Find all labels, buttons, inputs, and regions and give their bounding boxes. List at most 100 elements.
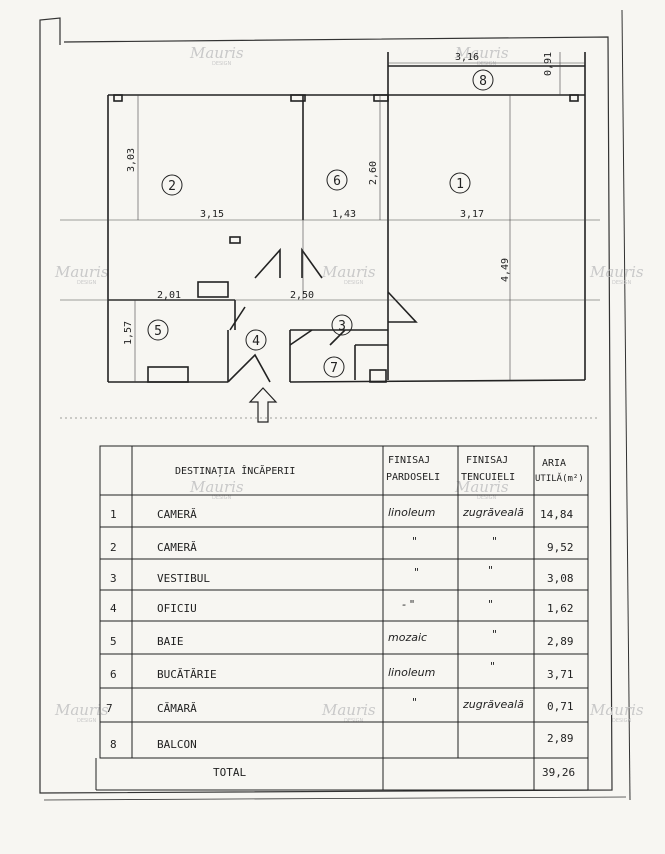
svg-text:": "	[488, 598, 493, 611]
room-table-grid	[95, 445, 589, 791]
table-row: 7 CĂMARĂ " zugrăveală 0,71	[106, 696, 574, 715]
svg-text:zugrăveală: zugrăveală	[462, 506, 524, 519]
header-finisaj-pardoseli: FINISAJ	[388, 455, 430, 466]
svg-text:": "	[488, 564, 493, 577]
svg-text:Mauris: Mauris	[321, 263, 376, 281]
svg-text:": "	[412, 535, 417, 548]
svg-text:9,52: 9,52	[547, 541, 574, 554]
table-header: DESTINAȚIA ÎNCĂPERII FINISAJ PARDOSELI F…	[175, 455, 584, 484]
svg-text:3,71: 3,71	[547, 668, 574, 681]
svg-text:DESIGN: DESIGN	[212, 61, 232, 67]
table-row: 4 OFICIU - " " 1,62	[110, 598, 574, 615]
svg-text:Mauris: Mauris	[454, 44, 509, 62]
svg-text:": "	[492, 535, 497, 548]
svg-text:6: 6	[110, 668, 117, 681]
room-markers	[147, 69, 494, 378]
svg-text:": "	[412, 696, 417, 709]
svg-text:CAMERĂ: CAMERĂ	[157, 541, 197, 554]
table-total-row: TOTAL 39,26	[213, 766, 575, 779]
dim-157: 1,57	[123, 321, 134, 345]
svg-text:DESIGN: DESIGN	[77, 718, 97, 724]
svg-text:4: 4	[110, 602, 117, 615]
room-number-3: 3	[338, 319, 346, 334]
header-pardoseli: PARDOSELI	[386, 472, 440, 483]
dim-201: 2,01	[157, 290, 181, 301]
table-row: 6 BUCĂTĂRIE linoleum " 3,71	[110, 660, 574, 681]
svg-text:DESIGN: DESIGN	[477, 495, 497, 501]
svg-text:Mauris: Mauris	[189, 44, 244, 62]
svg-text:BUCĂTĂRIE: BUCĂTĂRIE	[157, 668, 217, 681]
table-row: 1 CAMERĂ linoleum zugrăveală 14,84	[110, 506, 573, 521]
svg-text:7: 7	[106, 702, 113, 715]
entrance-arrow-icon	[248, 387, 278, 423]
header-aria-utila: UTILĂ(m²)	[535, 472, 584, 484]
table-row: 2 CAMERĂ " " 9,52	[110, 535, 574, 554]
dim-260: 2,60	[368, 161, 379, 185]
svg-text:8: 8	[110, 738, 117, 751]
room-number-8: 8	[479, 74, 487, 89]
room-numbers: 2 6 1 3 4 5 7 8	[154, 74, 487, 376]
svg-text:DESIGN: DESIGN	[344, 718, 364, 724]
dim-250: 2,50	[290, 290, 314, 301]
svg-text:2,89: 2,89	[547, 635, 574, 648]
room-number-5: 5	[154, 324, 162, 339]
dim-303: 3,03	[126, 148, 137, 172]
svg-text:OFICIU: OFICIU	[157, 602, 197, 615]
svg-text:CAMERĂ: CAMERĂ	[157, 508, 197, 521]
svg-text:": "	[492, 628, 497, 641]
svg-text:linoleum: linoleum	[388, 506, 435, 519]
svg-text:mozaic: mozaic	[388, 631, 427, 644]
dim-091: 0,91	[543, 52, 554, 76]
svg-text:linoleum: linoleum	[388, 666, 435, 679]
svg-text:Mauris: Mauris	[189, 478, 244, 496]
header-aria: ARIA	[542, 458, 566, 469]
total-value: 39,26	[542, 766, 575, 779]
table-row: 5 BAIE mozaic " 2,89	[110, 628, 574, 648]
dim-143: 1,43	[332, 209, 356, 220]
room-number-4: 4	[252, 334, 260, 349]
svg-text:3,08: 3,08	[547, 572, 574, 585]
svg-text:1,62: 1,62	[547, 602, 574, 615]
svg-text:0,71: 0,71	[547, 700, 574, 713]
svg-text:Mauris: Mauris	[454, 478, 509, 496]
svg-text:BAIE: BAIE	[157, 635, 184, 648]
svg-text:Mauris: Mauris	[54, 263, 109, 281]
svg-text:DESIGN: DESIGN	[477, 61, 497, 67]
svg-text:Mauris: Mauris	[321, 701, 376, 719]
svg-text:BALCON: BALCON	[157, 738, 197, 751]
header-finisaj-tencuieli: FINISAJ	[466, 455, 508, 466]
dimension-labels: 3,16 0,91 3,03 2,60 3,15 1,43 3,17 4,49 …	[123, 52, 554, 345]
dimension-lines	[60, 52, 600, 419]
table-row: 3 VESTIBUL " " 3,08	[110, 564, 574, 585]
svg-text:zugrăveală: zugrăveală	[462, 698, 524, 711]
svg-text:DESIGN: DESIGN	[344, 280, 364, 286]
svg-text:- ": - "	[402, 598, 415, 611]
room-number-2: 2	[168, 179, 176, 194]
svg-text:DESIGN: DESIGN	[612, 280, 632, 286]
svg-text:2: 2	[110, 541, 117, 554]
table-row: 8 BALCON 2,89	[110, 732, 574, 751]
header-tencuieli: TENCUIELI	[461, 472, 515, 483]
svg-text:1: 1	[110, 508, 117, 521]
svg-text:5: 5	[110, 635, 117, 648]
svg-text:": "	[490, 660, 495, 673]
document-frame	[39, 9, 631, 801]
dim-449: 4,49	[500, 258, 511, 282]
header-destinatia: DESTINAȚIA ÎNCĂPERII	[175, 464, 295, 477]
svg-text:Mauris: Mauris	[589, 701, 644, 719]
svg-text:": "	[414, 566, 419, 579]
svg-text:Mauris: Mauris	[54, 701, 109, 719]
svg-text:VESTIBUL: VESTIBUL	[157, 572, 210, 585]
svg-text:DESIGN: DESIGN	[212, 495, 232, 501]
svg-text:DESIGN: DESIGN	[77, 280, 97, 286]
